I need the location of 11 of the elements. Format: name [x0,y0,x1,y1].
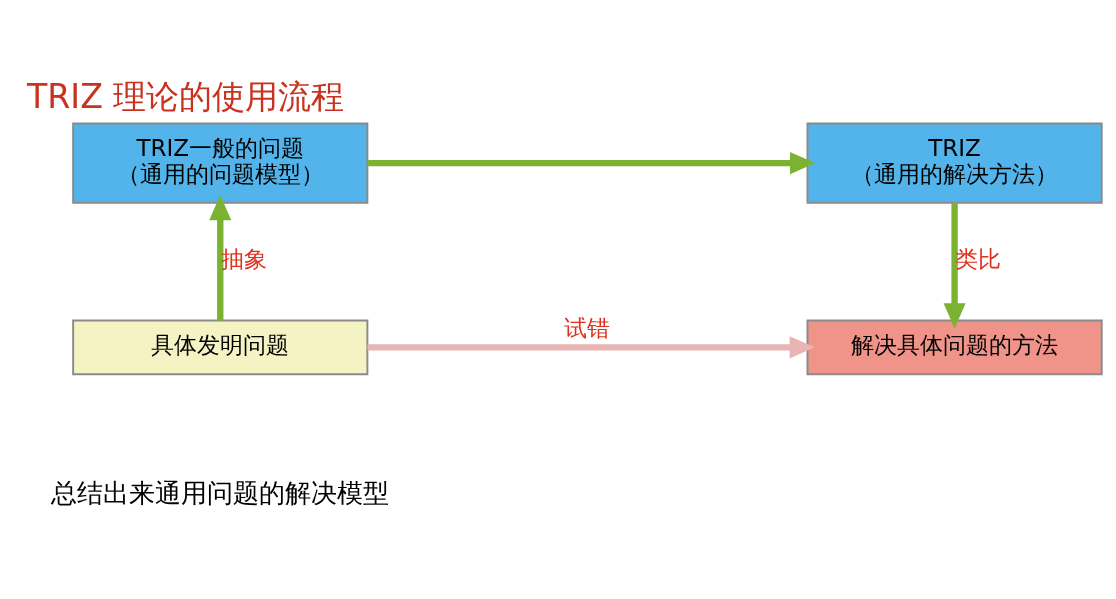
node-box: TRIZ一般的问题 （通用的问题模型） [72,122,369,204]
node-box: 具体发明问题 [72,319,369,375]
caption: 总结出来通用问题的解决模型 [51,477,390,508]
edge-label: 试错 [564,314,611,341]
arrow [367,151,816,174]
arrow [367,335,815,358]
arrow [209,194,232,320]
node-box: 解决具体问题的方法 [806,319,1103,375]
node-box: TRIZ （通用的解决方法） [806,122,1103,204]
diagram-title: TRIZ 理论的使用流程 [26,76,345,116]
arrow [943,202,966,328]
